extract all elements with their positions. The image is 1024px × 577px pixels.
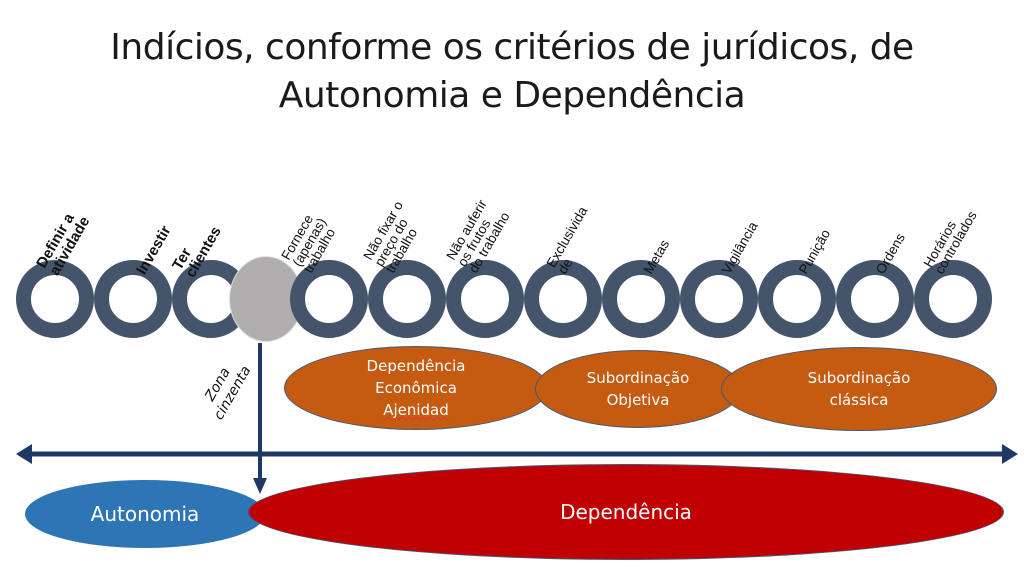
grey-zone-down-arrow	[253, 343, 267, 494]
indicator-ring-7	[524, 260, 602, 338]
autonomia-oval: Autonomia	[25, 480, 265, 548]
criteria-oval-1-line-2: Econômica	[375, 379, 457, 397]
arrow-down-head-icon	[253, 478, 267, 494]
indicator-ring-2	[94, 260, 172, 338]
indicator-ring-9	[680, 260, 758, 338]
title-line-1: Indícios, conforme os critérios de juríd…	[110, 27, 914, 68]
criteria-oval-1-line-3: Ajenidad	[383, 401, 449, 419]
criteria-oval-2-line-2: Objetiva	[606, 391, 670, 409]
indicator-ring-8	[602, 260, 680, 338]
indicator-ring-4	[290, 260, 368, 338]
criteria-oval-dependencia-economica: Dependência Econômica Ajenidad	[284, 346, 548, 430]
criteria-oval-subordinacao-classica: Subordinação clássica	[721, 347, 997, 431]
criteria-oval-3-line-2: clássica	[829, 391, 889, 409]
indicator-ring-6	[446, 260, 524, 338]
indicator-ring-5	[368, 260, 446, 338]
indicator-label-7: Exclusivida de	[543, 204, 591, 277]
indicator-ring-11	[836, 260, 914, 338]
criteria-oval-1-line-1: Dependência	[366, 357, 466, 375]
arrow-left-head-icon	[16, 444, 32, 464]
indicator-ring-12	[914, 260, 992, 338]
arrow-right-head-icon	[1002, 444, 1018, 464]
indicator-label-1: Definir a atividade	[33, 210, 94, 279]
slide-title: Indícios, conforme os critérios de juríd…	[0, 24, 1024, 120]
dependencia-oval: Dependência	[248, 464, 1004, 560]
grey-zone-label: Zona cinzenta	[202, 363, 255, 423]
spectrum-double-arrow	[16, 444, 1018, 464]
indicator-ring-10	[758, 260, 836, 338]
dependencia-label: Dependência	[560, 500, 692, 524]
autonomia-label: Autonomia	[90, 502, 200, 526]
criteria-oval-subordinacao-objetiva: Subordinação Objetiva	[535, 350, 741, 428]
criteria-oval-3-line-1: Subordinação	[807, 369, 911, 387]
title-line-2: Autonomia e Dependência	[278, 75, 746, 116]
criteria-oval-2-line-1: Subordinação	[586, 369, 690, 387]
